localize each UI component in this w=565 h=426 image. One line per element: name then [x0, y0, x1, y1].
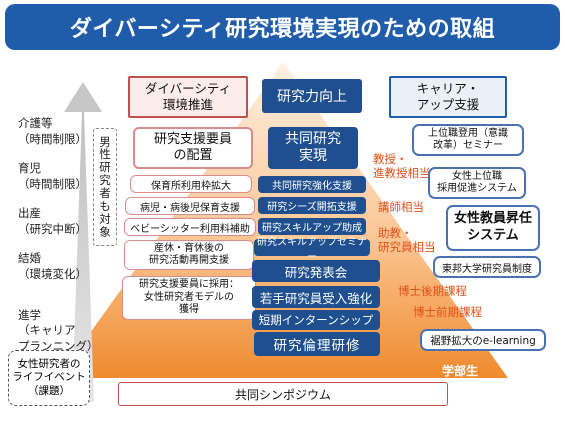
life-event-marriage: 結婚（環境変化） — [18, 251, 87, 281]
life-event-childcare: 育児（時間制限） — [18, 161, 87, 191]
life-event-birth: 出産（研究中断） — [18, 206, 87, 236]
female-promotion-system: 女性教員昇任 システム — [446, 205, 540, 251]
joint-symposium: 共同シンポジウム — [118, 382, 448, 406]
female-model-hiring: 研究支援要員に採用： 女性研究者モデルの 獲得 — [122, 276, 256, 320]
progress-arrow — [72, 84, 94, 402]
sick-child-care: 病児・病後児保育支援 — [125, 197, 255, 215]
male-researchers-note: 男性 研究 者も 対象 — [93, 128, 117, 246]
page-title: ダイバーシティ研究環境実現のための取組 — [5, 4, 560, 50]
level-doctoral-early: 博士前期課程 — [413, 305, 482, 319]
diversity-promotion-head: ダイバーシティ 環境推進 — [128, 76, 248, 118]
research-presentation: 研究発表会 — [252, 260, 380, 282]
progress-arrow-head — [64, 82, 102, 112]
nursery-expansion: 保育所利用枠拡大 — [130, 175, 252, 193]
joint-research: 共同研究 実現 — [268, 127, 358, 169]
leave-return-support: 産休・育休後の 研究活動再開支援 — [124, 240, 254, 270]
level-assistant: 助教・ 研究員相当 — [378, 226, 436, 255]
e-learning: 裾野拡大のe-learning — [420, 329, 546, 351]
research-staff-placement: 研究支援要員 の配置 — [133, 127, 253, 169]
seeds-development: 研究シーズ開拓支援 — [258, 197, 366, 214]
level-lecturer: 講師相当 — [378, 200, 424, 214]
female-senior-hiring: 女性上位職 採用促進システム — [428, 167, 526, 199]
short-internship: 短期インターンシップ — [252, 310, 380, 330]
research-ethics-training: 研究倫理研修 — [254, 332, 380, 356]
life-event-box: 女性研究者の ライフイベント （課題） — [8, 350, 90, 406]
joint-research-support: 共同研究強化支援 — [258, 176, 366, 193]
research-improvement-head: 研究力向上 — [262, 79, 362, 113]
skill-up-grant: 研究スキルアップ助成 — [258, 218, 366, 235]
life-event-advancement: 進学（キャリア プランニング） — [18, 307, 99, 353]
toho-researcher-system: 東邦大学研究員制度 — [433, 256, 541, 278]
level-doctoral-late: 博士後期課程 — [398, 284, 467, 298]
level-professor: 教授・ 進教授相当 — [373, 152, 431, 181]
young-researcher-intake: 若手研究員受入強化 — [252, 286, 380, 308]
level-undergrad: 学部生 — [442, 364, 479, 378]
promotion-seminar: 上位職登用（意識 改革）セミナー — [412, 124, 524, 156]
skill-up-seminar: 研究スキルアップセミナー — [254, 237, 370, 263]
babysitter-subsidy: ベビーシッター利用料補助 — [124, 218, 256, 236]
career-support-head: キャリア・ アップ支援 — [389, 76, 507, 118]
life-event-care: 介護等（時間制限） — [18, 116, 87, 146]
